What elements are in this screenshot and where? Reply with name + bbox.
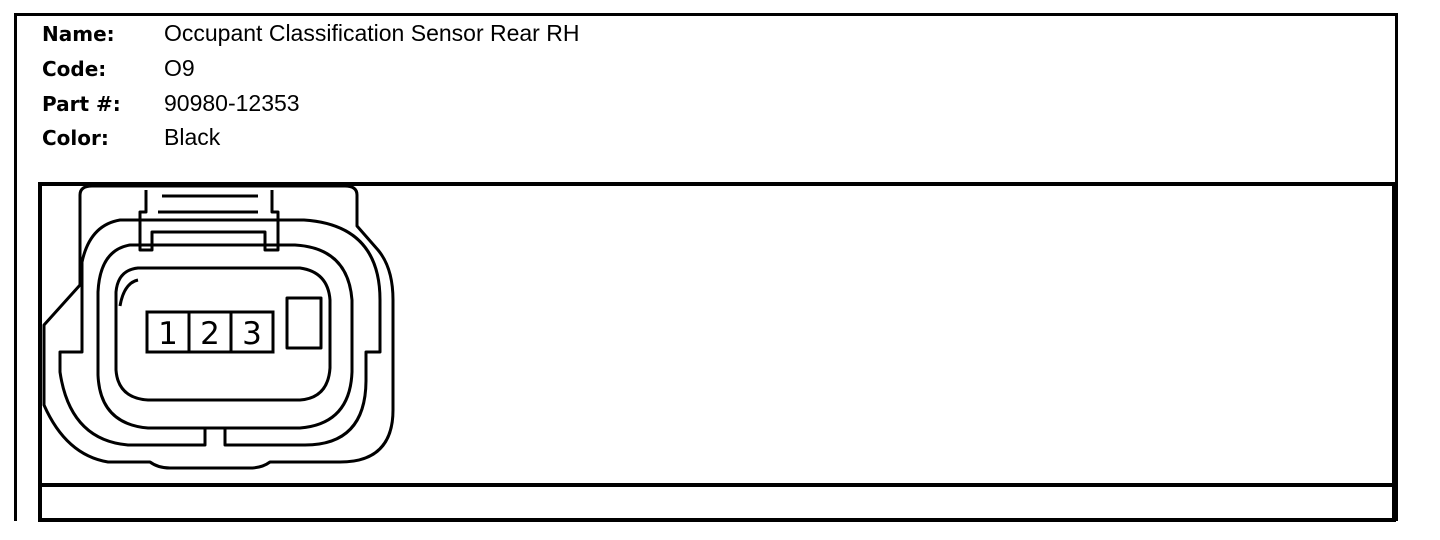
pin-box-2 [187,310,233,354]
code-label: Code: [42,57,107,81]
part-label: Part #: [42,92,121,116]
cavity-outer [96,243,354,430]
color-label: Color: [42,126,109,150]
key-slot [285,296,323,350]
latch [138,190,280,252]
name-label: Name: [42,22,115,46]
color-value: Black [164,124,221,150]
connector-frame [14,13,1398,521]
pin-label-1: 1 [158,316,178,352]
housing-outer [42,184,395,470]
pin-label-2: 2 [200,316,220,352]
housing-inner [58,218,382,447]
name-value: Occupant Classification Sensor Rear RH [164,20,580,46]
diagram-box [38,182,1396,522]
code-value: O9 [164,55,195,81]
diagram-divider [38,483,1396,487]
pin-box-3 [229,310,275,354]
pin-box-1 [145,310,191,354]
cavity-inner [114,266,332,402]
pin-label-3: 3 [242,316,262,352]
part-value: 90980-12353 [164,90,300,116]
